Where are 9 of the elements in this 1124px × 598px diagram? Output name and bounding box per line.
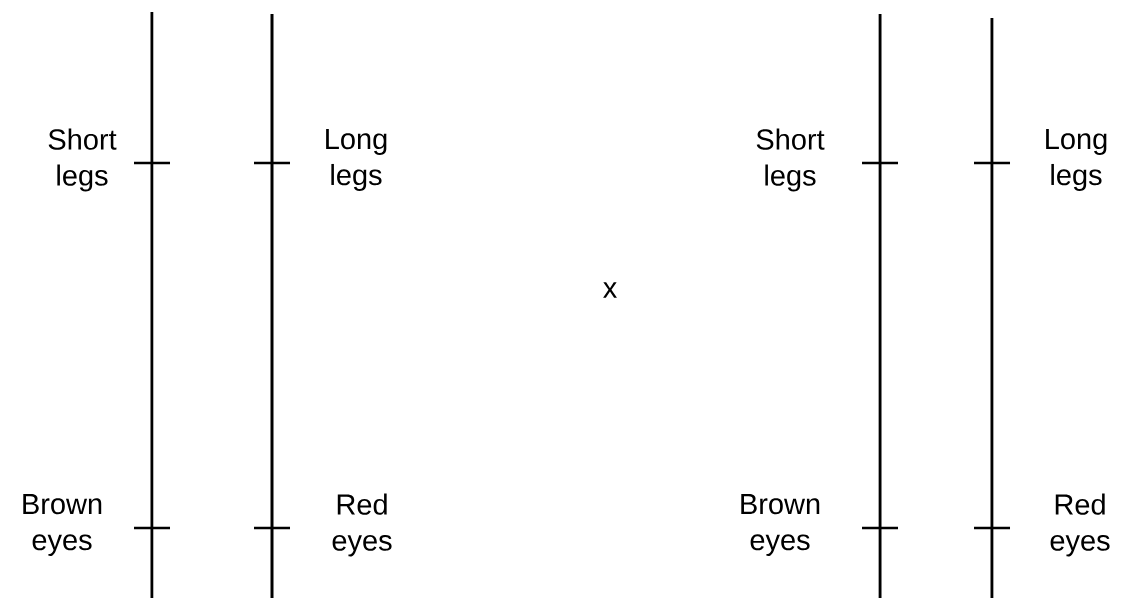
gene-label: Long legs <box>326 129 387 191</box>
gene-label: Short legs <box>48 128 117 192</box>
cross-symbol: x <box>603 282 617 298</box>
gene-label: Red eyes <box>1050 493 1110 557</box>
gene-label: Brown eyes <box>23 494 102 556</box>
gene-label: Long legs <box>1046 129 1107 191</box>
gene-label: Short legs <box>756 128 825 192</box>
gene-label: Brown eyes <box>741 494 820 556</box>
gene-label: Red eyes <box>332 493 392 557</box>
